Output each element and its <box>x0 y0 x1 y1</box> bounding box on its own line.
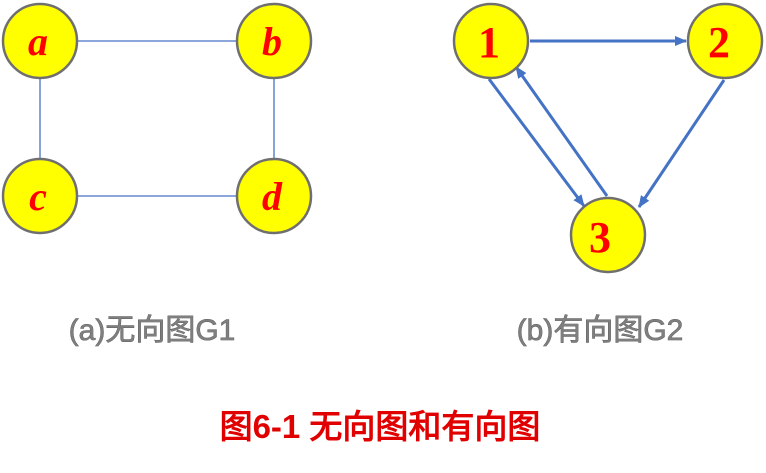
g1-node-a: a <box>1 2 79 80</box>
node-label: a <box>28 19 48 64</box>
arc-2-3 <box>637 79 726 208</box>
g2-arcs <box>487 36 726 208</box>
node-circle <box>235 157 313 235</box>
g2-node-2: 2 <box>686 2 764 80</box>
node-circle <box>569 196 647 274</box>
g1-node-d: d <box>235 157 313 235</box>
g1-caption: (a)无向图G1 <box>69 314 236 347</box>
arc-3-1 <box>514 66 609 197</box>
node-circle <box>1 157 79 235</box>
node-label: c <box>29 174 47 219</box>
g2-node-3: 3 <box>569 196 647 274</box>
node-circle <box>235 2 313 80</box>
node-label: b <box>262 19 282 64</box>
node-label: 2 <box>708 18 730 67</box>
node-label: 3 <box>589 213 611 262</box>
g2-node-1: 1 <box>452 2 530 80</box>
g2-caption: (b)有向图G2 <box>517 314 684 347</box>
node-label: d <box>262 174 283 219</box>
arc-1-3 <box>487 78 586 207</box>
node-circle <box>1 2 79 80</box>
node-circle <box>686 2 764 80</box>
g1-node-c: c <box>1 157 79 235</box>
node-label: 1 <box>478 18 500 67</box>
node-circle <box>452 2 530 80</box>
g1-node-b: b <box>235 2 313 80</box>
figure-caption: 图6-1 无向图和有向图 <box>220 408 541 445</box>
g1-edges <box>39 40 275 197</box>
